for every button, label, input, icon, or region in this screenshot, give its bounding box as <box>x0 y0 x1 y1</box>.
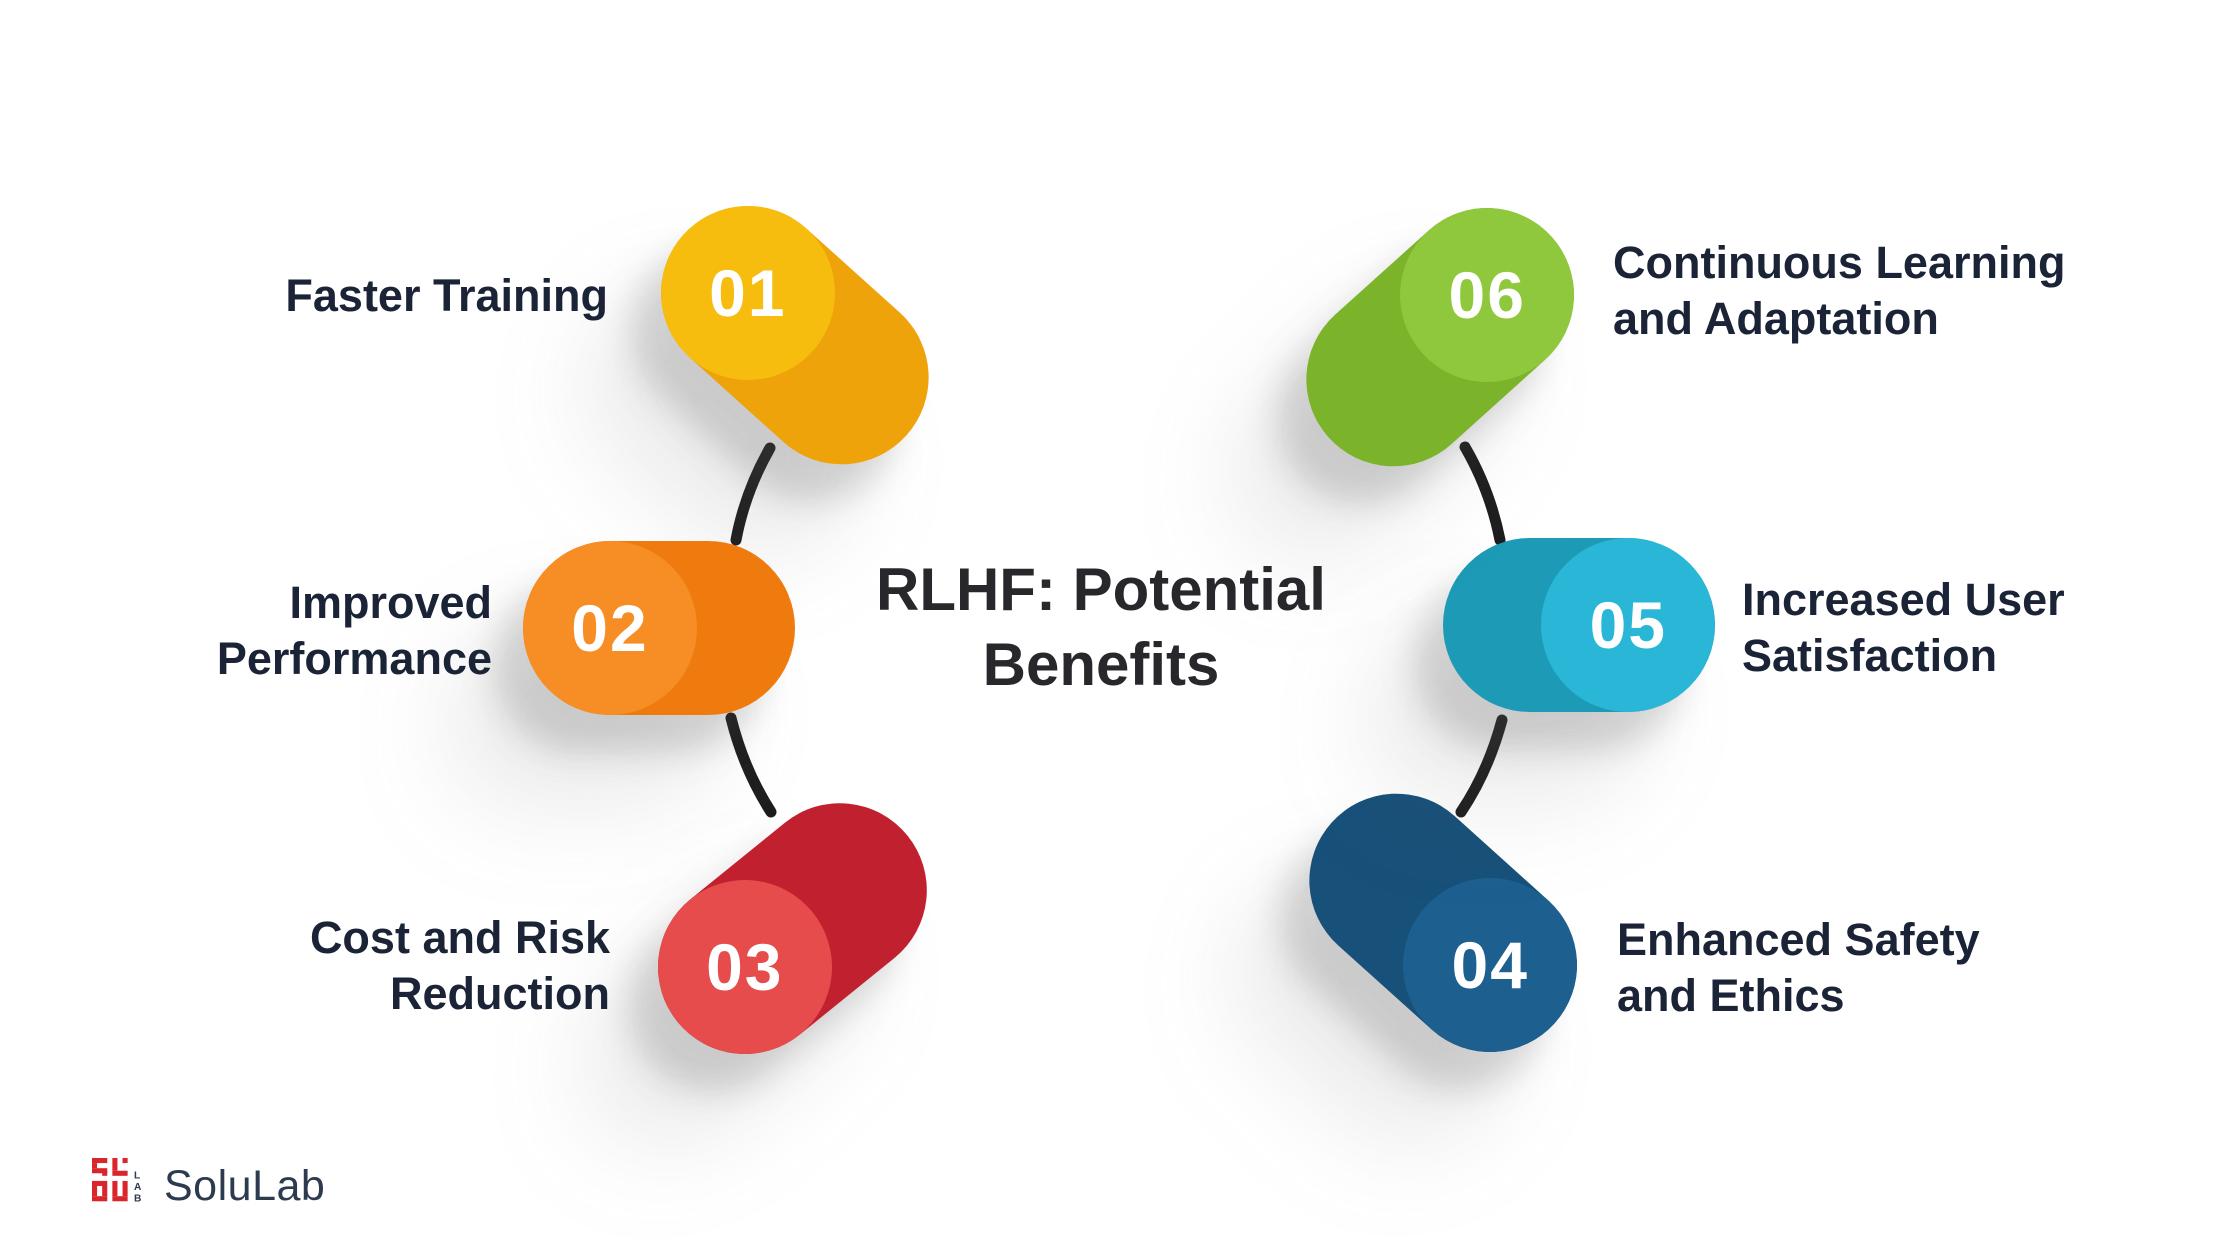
connector-arc-01-02 <box>730 442 776 546</box>
pill-04-number: 04 <box>1451 928 1529 1003</box>
page-title: RLHF: Potential Benefits <box>876 556 1326 698</box>
connector-arc-02-03 <box>725 712 777 818</box>
pill-05-cap: 05 <box>1541 538 1715 712</box>
pill-05-label: Increased User Satisfaction <box>1742 574 2065 681</box>
pill-06-number: 06 <box>1448 257 1526 332</box>
solulab-logo: L A B SoluLab <box>92 1158 325 1214</box>
connector-arc-06-05 <box>1459 441 1506 546</box>
pill-02-cap: 02 <box>523 541 697 715</box>
pill-06-label: Continuous Learning and Adaptation <box>1613 237 2066 344</box>
solulab-logo-text: SoluLab <box>164 1161 326 1210</box>
logo-mark-letter-b: B <box>134 1193 141 1204</box>
pill-04-label: Enhanced Safety and Ethics <box>1617 914 1980 1021</box>
logo-mark-letter-a: A <box>134 1182 142 1193</box>
pill-01-label: Faster Training <box>285 270 608 321</box>
pill-03-label: Cost and Risk Reduction <box>309 912 610 1019</box>
pill-05-cylinder: 05 <box>1443 538 1715 712</box>
logo-mark-letter-l: L <box>134 1170 140 1181</box>
pill-02-label: Improved Performance <box>216 577 492 684</box>
pill-05-number: 05 <box>1589 588 1667 662</box>
pill-02-number: 02 <box>571 591 649 665</box>
connector-arc-05-04 <box>1455 714 1508 818</box>
pill-01-number: 01 <box>709 255 787 330</box>
pill-02-cylinder: 02 <box>523 541 795 715</box>
solulab-logo-mark-icon: L A B <box>92 1158 142 1204</box>
pill-03-number: 03 <box>706 930 784 1005</box>
